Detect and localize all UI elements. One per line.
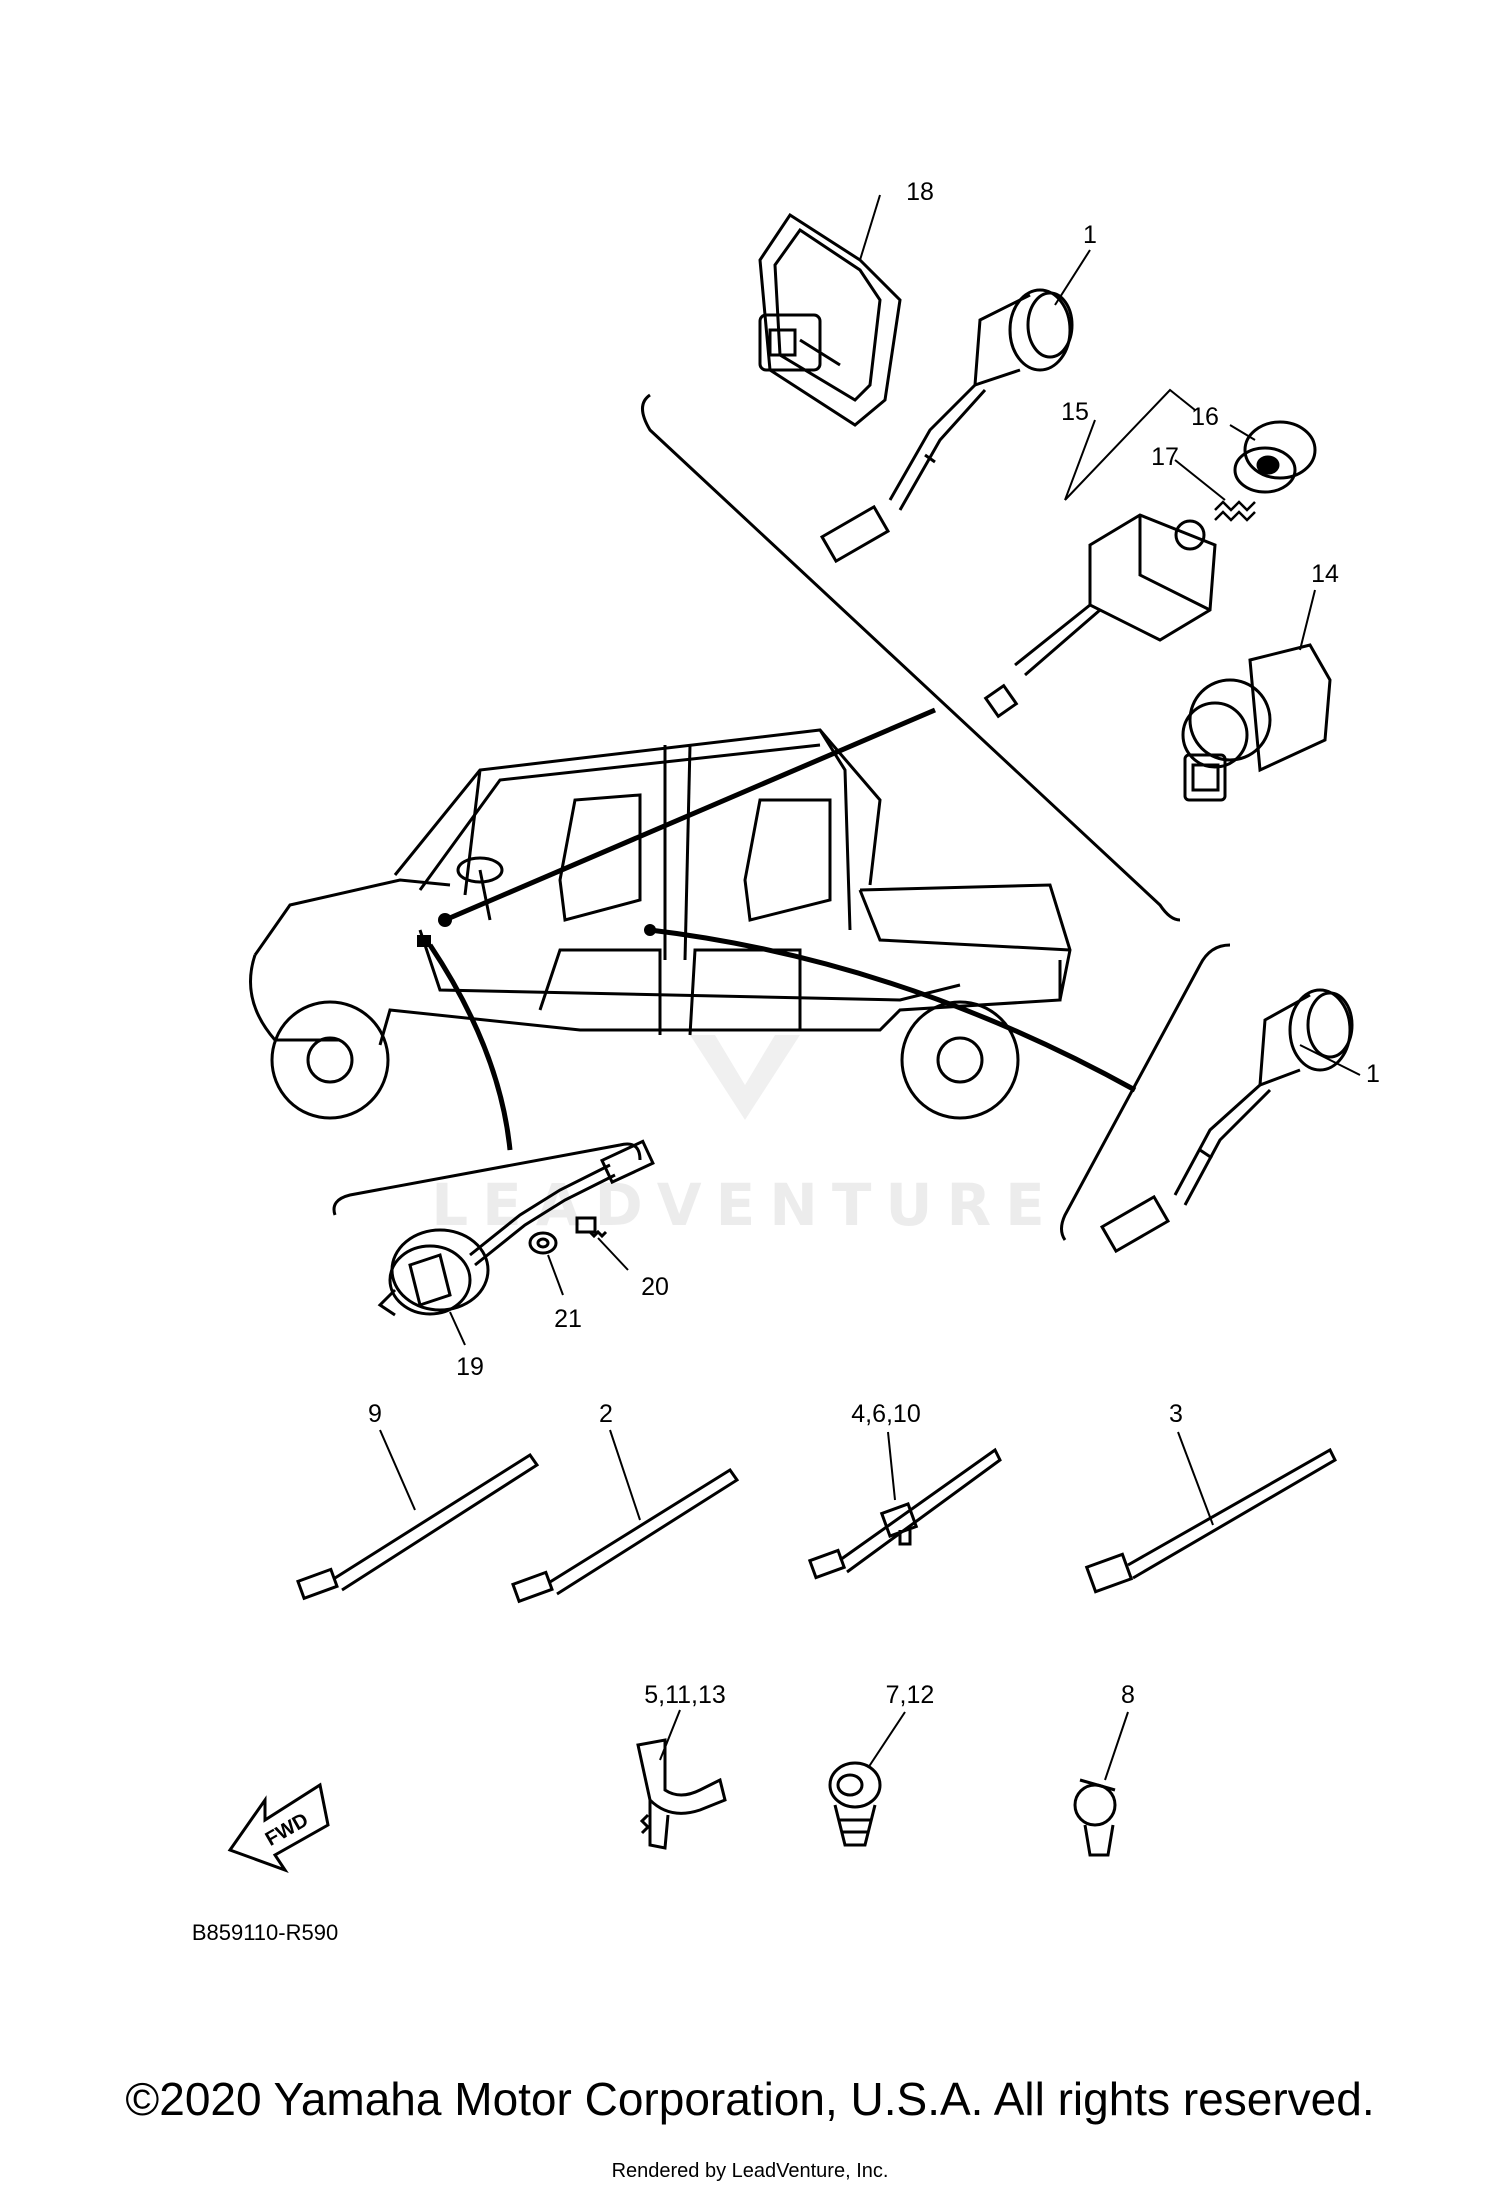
svg-text:LEADVENTURE: LEADVENTURE — [431, 1171, 1059, 1239]
callout-1-lower: 1 — [1366, 1060, 1380, 1088]
callout-9: 9 — [368, 1400, 382, 1428]
part-4-6-10-cable-tie-clip[interactable] — [807, 1447, 1002, 1580]
callout-4-6-10: 4,6,10 — [851, 1400, 921, 1428]
callout-15: 15 — [1061, 398, 1089, 426]
callout-8: 8 — [1121, 1681, 1135, 1709]
callout-17: 17 — [1151, 443, 1179, 471]
part-5-11-13-clamp[interactable] — [636, 1738, 727, 1850]
callout-18: 18 — [906, 178, 934, 206]
callout-21: 21 — [554, 1305, 582, 1333]
part-3-cable-tie[interactable] — [1084, 1447, 1337, 1594]
part-19-sensor[interactable] — [377, 1139, 655, 1317]
fwd-label: FWD — [262, 1809, 312, 1851]
callout-5-11-13: 5,11,13 — [644, 1681, 726, 1709]
callout-19: 19 — [456, 1353, 484, 1381]
part-1-upper-socket[interactable] — [819, 288, 1074, 564]
inset-bracket-upper — [641, 393, 1181, 922]
leader-to-right-inset — [649, 927, 1137, 1093]
part-1-lower-socket[interactable] — [1099, 988, 1354, 1254]
part-21-washer[interactable] — [528, 1231, 558, 1255]
inset-bracket-left — [332, 1142, 642, 1216]
locator-front-2 — [417, 935, 431, 947]
callout-7-12: 7,12 — [886, 1681, 935, 1709]
callout-2: 2 — [599, 1400, 613, 1428]
callout-3: 3 — [1169, 1400, 1183, 1428]
fwd-arrow-icon: FWD — [227, 1782, 330, 1873]
vehicle-illustration — [249, 728, 1072, 1120]
leader-to-upper-inset — [444, 707, 936, 923]
diagram-code: B859110-R590 — [192, 1920, 338, 1945]
leadventure-watermark: LEADVENTURE — [431, 1035, 1059, 1239]
part-14-switch[interactable] — [1181, 643, 1332, 802]
part-17-spring[interactable] — [1214, 500, 1256, 522]
part-9-cable-tie[interactable] — [296, 1452, 540, 1601]
part-2-cable-tie[interactable] — [511, 1467, 740, 1604]
copyright-notice: ©2020 Yamaha Motor Corporation, U.S.A. A… — [125, 2073, 1375, 2125]
rendered-by-notice: Rendered by LeadVenture, Inc. — [611, 2160, 889, 2182]
callout-1-upper: 1 — [1083, 221, 1097, 249]
part-16-knob[interactable] — [1233, 420, 1317, 494]
part-8-clamp[interactable] — [1073, 1778, 1117, 1857]
inset-bracket-right — [1060, 943, 1231, 1241]
leader-to-left-inset — [427, 943, 513, 1151]
callout-20: 20 — [641, 1273, 669, 1301]
part-20-bolt[interactable] — [575, 1216, 608, 1239]
part-7-12-clamp[interactable] — [828, 1761, 882, 1847]
part-15-switch-assembly[interactable] — [983, 513, 1217, 719]
callout-14: 14 — [1311, 560, 1339, 588]
callout-16: 16 — [1191, 403, 1219, 431]
part-18-socket-module[interactable] — [758, 212, 902, 427]
